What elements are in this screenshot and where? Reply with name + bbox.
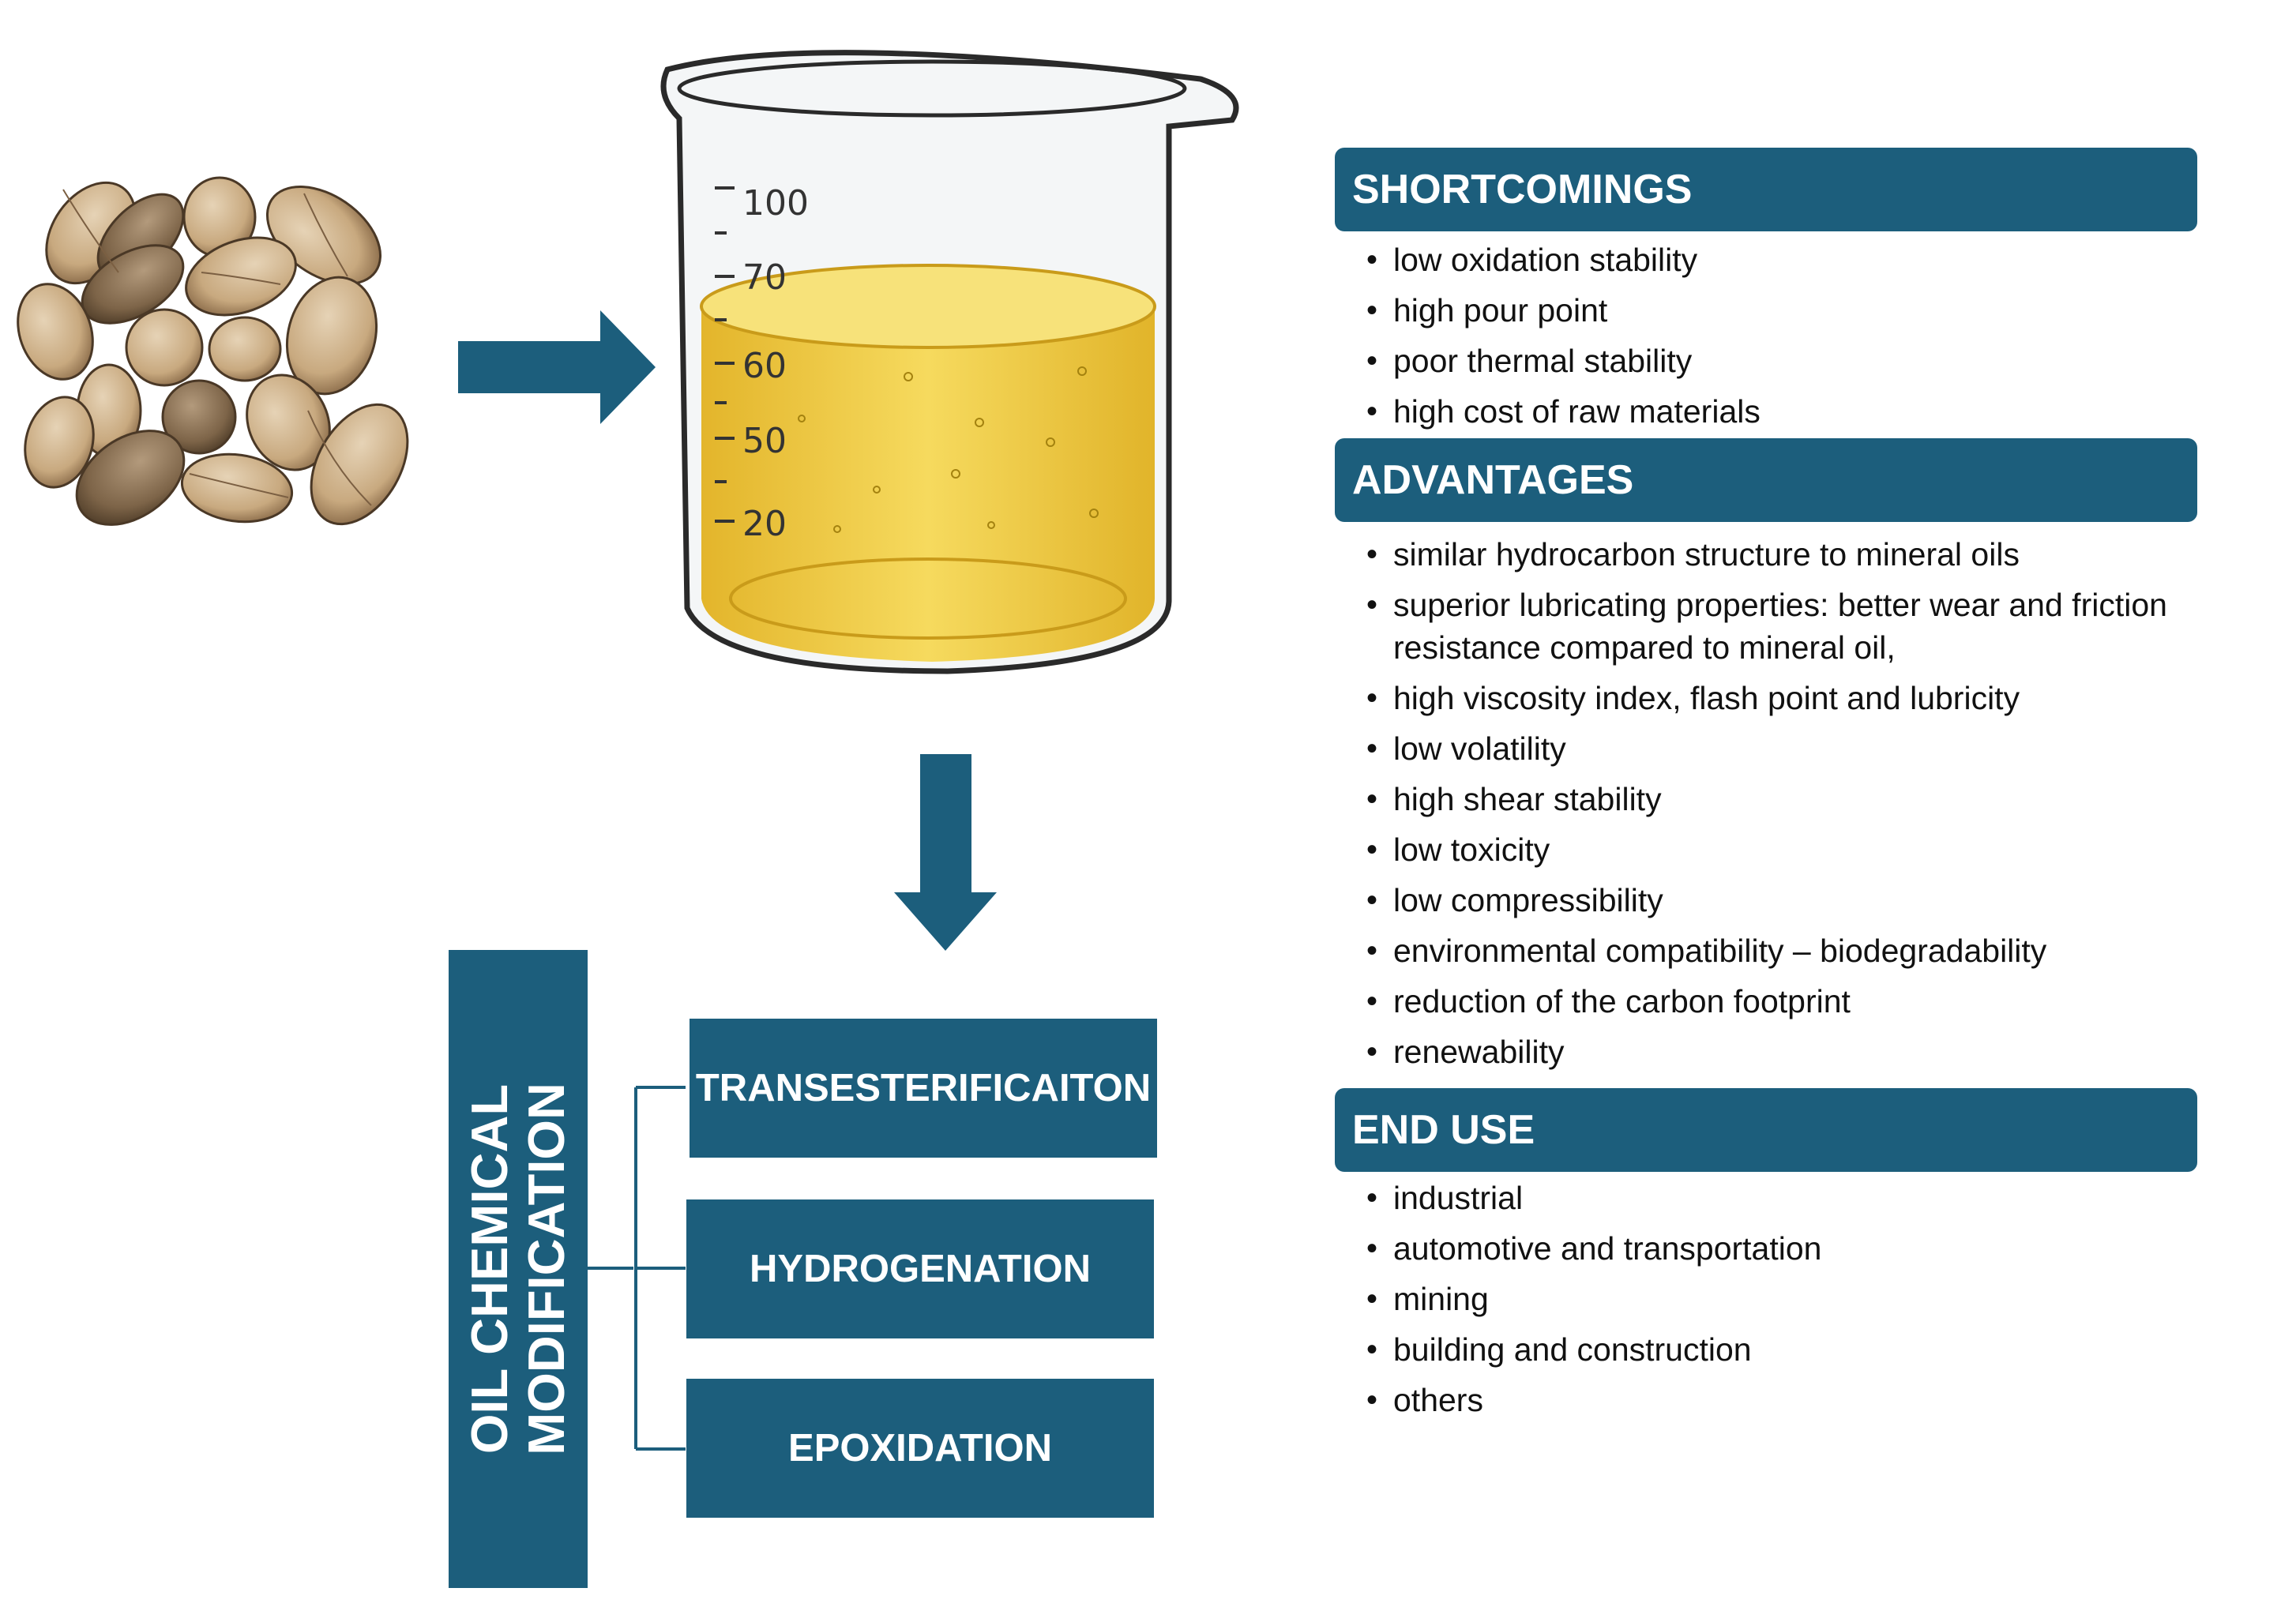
shortcomings-header: SHORTCOMINGS — [1335, 148, 2197, 231]
list-item: low toxicity — [1365, 828, 2167, 871]
seed — [208, 316, 282, 382]
connector-lines — [588, 1086, 686, 1451]
list-item: high viscosity index, flash point and lu… — [1365, 677, 2167, 719]
shortcomings-list: low oxidation stability high pour point … — [1365, 238, 1761, 441]
beaker-scale-20: 20 — [742, 504, 787, 544]
list-item: industrial — [1365, 1177, 1821, 1219]
end-use-list: industrial automotive and transportation… — [1365, 1177, 1821, 1429]
list-item: poor thermal stability — [1365, 340, 1761, 382]
seed — [180, 452, 294, 524]
advantages-header: ADVANTAGES — [1335, 438, 2197, 522]
seed — [185, 236, 297, 317]
list-item: high pour point — [1365, 289, 1761, 332]
list-item: high cost of raw materials — [1365, 390, 1761, 433]
oil-chemical-modification-box: OIL CHEMICAL MODIFICATION — [449, 950, 588, 1588]
seeds-illustration — [17, 176, 409, 526]
list-item: low volatility — [1365, 727, 2167, 770]
list-item: automotive and transportation — [1365, 1227, 1821, 1270]
arrow-down — [894, 754, 997, 951]
beaker-scale-100: 100 — [742, 183, 809, 223]
title-line-1: OIL CHEMICAL — [460, 1083, 518, 1455]
seed — [24, 396, 95, 489]
advantages-list: similar hydrocarbon structure to mineral… — [1365, 533, 2167, 1081]
end-use-header: END USE — [1335, 1088, 2197, 1172]
oil-chemical-modification-title: OIL CHEMICAL MODIFICATION — [460, 1083, 575, 1455]
list-item: renewability — [1365, 1030, 2167, 1073]
arrow-right — [458, 310, 656, 424]
list-item: environmental compatibility – biodegrada… — [1365, 929, 2167, 972]
beaker-scale-70: 70 — [742, 257, 787, 298]
title-line-2: MODIFICATION — [517, 1083, 575, 1455]
oil-surface — [700, 264, 1156, 349]
list-item-continuation: resistance compared to mineral oil, — [1393, 629, 1896, 666]
list-item: low oxidation stability — [1365, 238, 1761, 281]
seed — [161, 379, 237, 455]
seed — [17, 283, 94, 381]
beaker-scale-60: 60 — [742, 346, 787, 386]
list-item: similar hydrocarbon structure to mineral… — [1365, 533, 2167, 576]
method-transesterification: TRANSESTERIFICAITON — [690, 1019, 1157, 1158]
beaker-illustration — [660, 50, 1239, 674]
list-item: mining — [1365, 1278, 1821, 1320]
seed — [125, 308, 204, 387]
list-item: high shear stability — [1365, 778, 2167, 820]
list-item: reduction of the carbon footprint — [1365, 980, 2167, 1023]
method-epoxidation: EPOXIDATION — [686, 1379, 1154, 1518]
list-item: superior lubricating properties: better … — [1365, 584, 2167, 626]
list-item: low compressibility — [1365, 879, 2167, 922]
beaker-scale-50: 50 — [742, 421, 787, 461]
list-item: others — [1365, 1379, 1821, 1421]
oil-fill — [701, 306, 1155, 662]
seed — [246, 374, 331, 471]
method-hydrogenation: HYDROGENATION — [686, 1199, 1154, 1338]
list-item: building and construction — [1365, 1328, 1821, 1371]
seed — [75, 430, 186, 526]
